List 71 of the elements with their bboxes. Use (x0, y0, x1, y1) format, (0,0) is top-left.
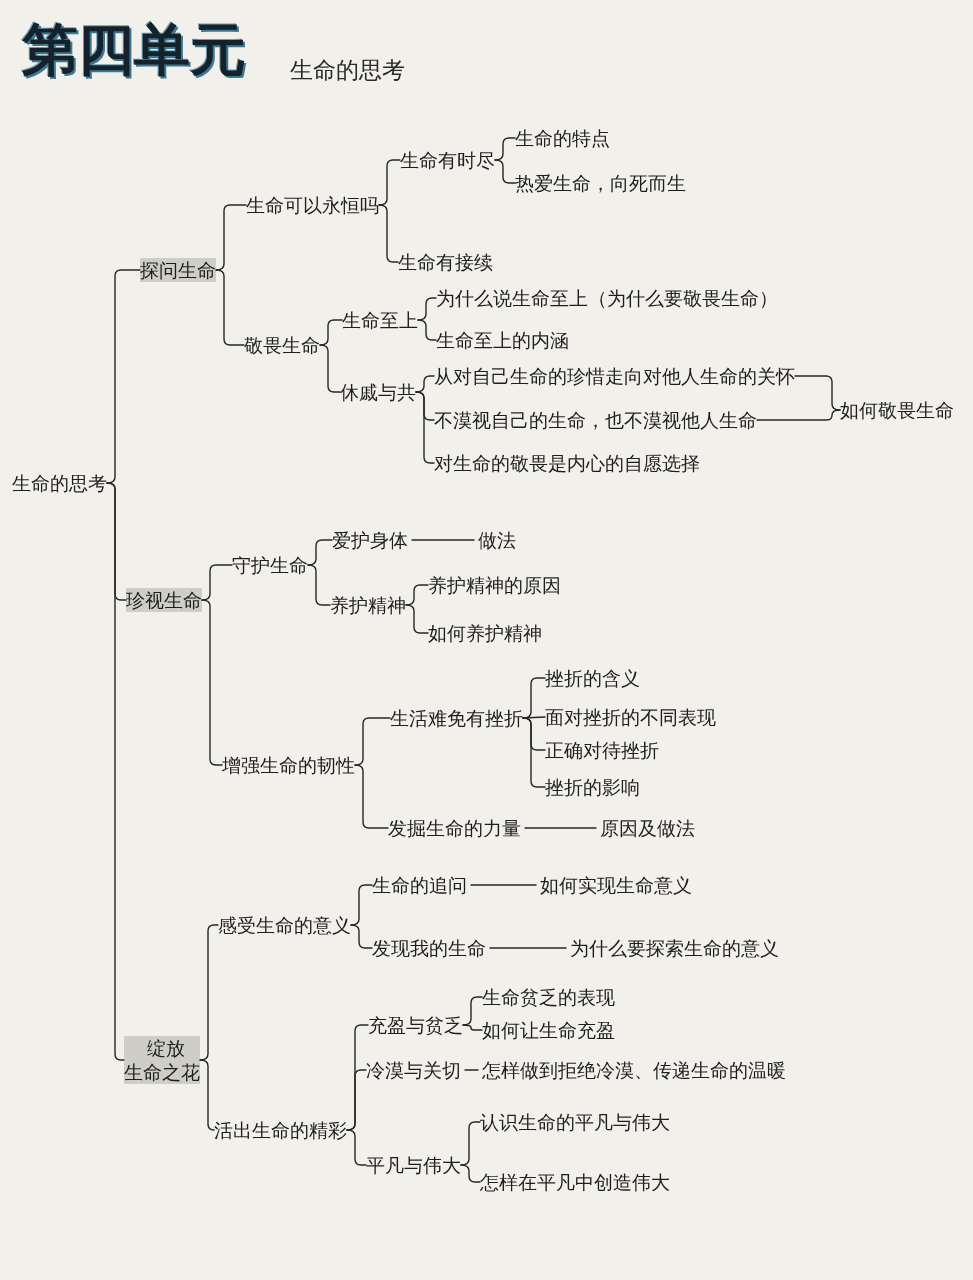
brace-connector (405, 584, 429, 606)
topic-text: 守护生命 (232, 553, 308, 577)
brace-connector (756, 409, 841, 421)
brace-connector (494, 137, 516, 161)
topic-text: 如何敬畏生命 (840, 398, 954, 422)
brace-connector (417, 319, 437, 341)
topic-text: 怎样做到拒绝冷漠、传递生命的温暖 (482, 1058, 786, 1082)
brace-connector (201, 564, 233, 601)
brace-connector (199, 1059, 215, 1131)
topic-text: 生命有时尽 (400, 148, 495, 172)
brace-connector (354, 717, 391, 766)
topic-text: 正确对待挫折 (545, 738, 659, 762)
brace-connector (346, 1069, 367, 1131)
topic-text: 充盈与贫乏 (368, 1013, 463, 1037)
topic-text: 发掘生命的力量 (388, 816, 521, 840)
highlighted-topic: 珍视生命 (126, 588, 202, 612)
topic-text: 养护精神的原因 (428, 573, 561, 597)
topic-text: 爱护身体 (332, 528, 408, 552)
dash-connector (524, 827, 597, 829)
topic-text: 生命的特点 (515, 126, 610, 150)
topic-text: 感受生命的意义 (218, 913, 351, 937)
subtitle-text: 生命的思考 (290, 56, 405, 84)
topic-text: 为什么要探索生命的意义 (570, 936, 779, 960)
topic-text: 生命贫乏的表现 (482, 985, 615, 1009)
topic-text: 生命至上的内涵 (436, 328, 569, 352)
brace-connector (106, 269, 141, 484)
brace-connector (794, 375, 841, 411)
topic-text: 面对挫折的不同表现 (545, 705, 716, 729)
topic-text: 对生命的敬畏是内心的自愿选择 (434, 451, 700, 475)
topic-text: 发现我的生命 (372, 936, 486, 960)
topic-text: 生命至上 (342, 308, 418, 332)
root-topic: 生命的思考 (12, 471, 107, 495)
topic-text: 做法 (478, 528, 516, 552)
topic-text: 为什么说生命至上（为什么要敬畏生命） (436, 286, 778, 310)
topic-text: 怎样在平凡中创造伟大 (480, 1170, 670, 1194)
topic-text: 如何让生命充盈 (482, 1018, 615, 1042)
highlighted-topic: 绽放生命之花 (124, 1036, 200, 1084)
topic-text: 冷漠与关切 (366, 1058, 461, 1082)
brace-connector (415, 375, 435, 393)
brace-connector (522, 716, 546, 719)
brace-connector (460, 1164, 481, 1183)
topic-text: 从对自己生命的珍惜走向对他人生命的关怀 (434, 364, 795, 388)
topic-text: 原因及做法 (600, 816, 695, 840)
topic-text: 认识生命的平凡与伟大 (480, 1110, 670, 1134)
highlighted-topic: 探问生命 (140, 258, 216, 282)
dash-connector (411, 539, 475, 541)
topic-text: 生活难免有挫折 (390, 706, 523, 730)
brace-connector (417, 297, 437, 321)
topic-text: 敬畏生命 (244, 333, 320, 357)
topic-text: 生命有接续 (398, 250, 493, 274)
unit-title: 第四单元 (22, 15, 246, 84)
topic-text: 挫折的影响 (545, 775, 640, 799)
topic-text: 如何养护精神 (428, 621, 542, 645)
dash-connector (489, 947, 567, 949)
topic-text: 如何实现生命意义 (540, 873, 692, 897)
topic-text: 挫折的含义 (545, 666, 640, 690)
topic-text: 生命可以永恒吗 (246, 193, 379, 217)
brace-connector (215, 269, 245, 346)
brace-connector (462, 1024, 483, 1031)
topic-text: 生命的追问 (372, 873, 467, 897)
dash-connector (470, 884, 537, 886)
topic-text: 养护精神 (330, 593, 406, 617)
topic-text: 增强生命的韧性 (222, 753, 355, 777)
topic-text: 平凡与伟大 (366, 1153, 461, 1177)
brace-connector (215, 204, 247, 271)
brace-connector (354, 764, 389, 829)
dash-connector (464, 1069, 479, 1071)
topic-text: 不漠视自己的生命，也不漠视他人生命 (434, 408, 757, 432)
topic-text: 休戚与共 (340, 380, 416, 404)
topic-text: 活出生命的精彩 (214, 1118, 347, 1142)
topic-text: 热爱生命，向死而生 (515, 171, 686, 195)
